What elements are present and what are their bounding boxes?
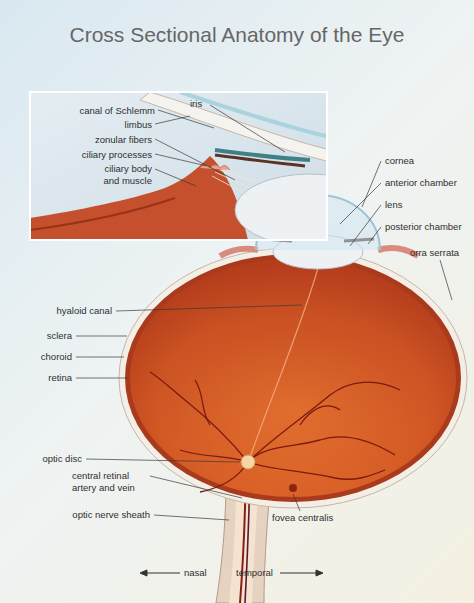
part-label: zonular fibers <box>95 134 152 146</box>
illustration-part <box>155 154 207 166</box>
part-label: iris <box>190 98 202 110</box>
inset-frame <box>30 92 327 240</box>
diagram-title: Cross Sectional Anatomy of the Eye <box>0 22 474 48</box>
illustration-part <box>212 170 255 195</box>
part-label: temporal <box>236 567 273 579</box>
part-label: nasal <box>184 567 207 579</box>
illustration-part <box>362 161 381 207</box>
illustration-part <box>116 305 302 311</box>
illustration-part <box>293 494 300 511</box>
part-label: hyaloid canal <box>57 305 112 317</box>
illustration-part <box>440 260 452 300</box>
ciliary-body <box>220 249 258 256</box>
illustration-part <box>200 462 248 492</box>
retinal-vessels <box>150 372 400 492</box>
illustration-part <box>76 336 127 337</box>
illustration-part <box>155 116 190 124</box>
illustration-part <box>248 382 400 462</box>
illustration-part <box>368 227 381 244</box>
illustration-part <box>145 573 180 574</box>
illustration-part <box>300 406 340 425</box>
vitreous <box>130 259 456 497</box>
illustration-part <box>248 437 395 462</box>
part-label: anterior chamber <box>385 177 457 189</box>
illustration-part <box>76 357 124 358</box>
illustration-part <box>158 110 214 128</box>
part-label: fovea centralis <box>272 512 333 524</box>
optic-disc <box>241 455 255 469</box>
illustration-part <box>350 205 381 246</box>
sclera <box>119 248 467 508</box>
fovea <box>289 484 297 492</box>
illustration-part <box>180 450 248 462</box>
illustration-part <box>316 570 323 576</box>
part-label: sclera <box>47 330 72 342</box>
illustration-part <box>140 570 147 576</box>
illustration-part <box>280 573 318 574</box>
illustration-part <box>220 170 255 182</box>
direction-arrows <box>140 570 323 576</box>
part-label: optic disc <box>42 453 82 465</box>
illustration-part <box>86 459 240 462</box>
illustration-part <box>180 92 327 137</box>
illustration-part <box>140 92 327 162</box>
part-label: ciliary processes <box>82 149 152 161</box>
retina <box>130 259 456 497</box>
illustration-part <box>235 174 327 240</box>
part-label: posterior chamber <box>385 221 462 233</box>
part-label: cornea <box>385 155 414 167</box>
illustration-part <box>154 515 229 520</box>
part-label: lens <box>385 199 402 211</box>
part-label: ciliary body and muscle <box>88 163 152 186</box>
part-label: orra serrata <box>410 247 459 259</box>
illustration-part <box>340 183 381 224</box>
inset-detail <box>30 92 327 240</box>
illustration-part <box>248 462 385 479</box>
part-label: optic nerve sheath <box>72 509 150 521</box>
illustration-part <box>210 105 285 152</box>
part-label: limbus <box>125 119 152 131</box>
choroid <box>125 254 461 502</box>
part-label: retina <box>48 372 72 384</box>
illustration-part <box>150 372 248 462</box>
illustration-part <box>150 476 242 498</box>
part-label: canal of Schlemm <box>79 105 155 117</box>
illustration-part <box>215 150 310 160</box>
illustration-part <box>30 198 175 230</box>
illustration-part <box>212 176 248 195</box>
illustration-part <box>30 156 248 240</box>
part-label: choroid <box>41 351 72 363</box>
illustration-part <box>155 169 196 186</box>
illustration-part <box>195 380 210 425</box>
leader-lines <box>76 105 452 520</box>
part-label: central retinal artery and vein <box>72 470 152 493</box>
illustration-part <box>76 378 128 379</box>
illustration-part <box>215 155 305 166</box>
